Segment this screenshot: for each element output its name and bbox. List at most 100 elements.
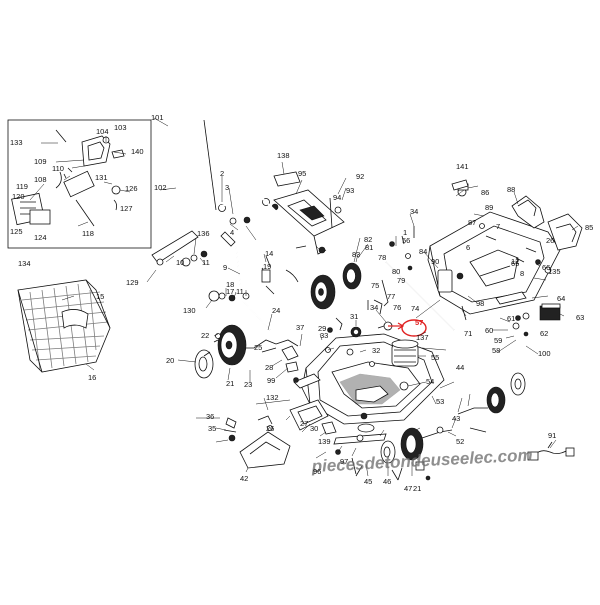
part-label-46: 46 (383, 477, 392, 486)
part-label-96: 96 (313, 467, 322, 476)
part-label-4: 4 (230, 228, 235, 237)
part-label-141: 141 (456, 162, 469, 171)
part-label-132: 132 (266, 393, 279, 402)
part-label-119: 119 (16, 182, 28, 191)
switch-rod (75, 199, 95, 227)
part-label-26: 26 (546, 236, 555, 245)
part-label-137: 137 (416, 333, 429, 342)
part-label-2: 2 (220, 169, 225, 178)
part-label-25: 25 (254, 343, 263, 352)
part-label-31: 31 (350, 312, 359, 321)
cable-connector (63, 170, 95, 198)
part-label-78: 78 (378, 253, 387, 262)
part-label-131: 131 (95, 173, 108, 182)
cord-guide (273, 171, 301, 187)
part-label-24: 24 (272, 306, 281, 315)
part-label-59: 59 (494, 336, 503, 345)
part-label-130: 130 (183, 306, 196, 315)
front-wheel-cap-right (510, 372, 526, 396)
part-label-12: 12 (511, 257, 520, 266)
part-label-83: 83 (352, 250, 361, 259)
part-label-84: 84 (419, 247, 428, 256)
front-wheel-right (486, 386, 506, 414)
highlighted-part-57 (377, 319, 427, 337)
part-label-133: 133 (10, 138, 23, 147)
part-label-77: 77 (387, 292, 396, 301)
part-label-80: 80 (392, 267, 401, 276)
part-label-120: 120 (12, 192, 25, 201)
part-label-23: 23 (244, 380, 253, 389)
part-label-61: 61 (507, 314, 516, 323)
part-label-138: 138 (277, 151, 290, 160)
leader-lines (29, 117, 579, 477)
part-label-15: 15 (96, 292, 105, 301)
part-label-110: 110 (52, 164, 64, 173)
part-label-9: 9 (223, 263, 228, 272)
part-label-86: 86 (481, 188, 490, 197)
part-label-1: 1 (403, 228, 408, 237)
part-label-30: 30 (310, 424, 319, 433)
part-label-11: 11 (202, 258, 210, 267)
part-label-118: 118 (82, 229, 94, 238)
part-label-10: 10 (176, 258, 185, 267)
part-label-27: 27 (300, 419, 309, 428)
part-label-102: 102 (154, 183, 167, 192)
part-label-45: 45 (364, 477, 373, 486)
part-label-88: 88 (507, 185, 516, 194)
part-label-135: 135 (548, 267, 561, 276)
part-label-18: 18 (226, 280, 235, 289)
rear-wheel-cap (194, 349, 214, 379)
blade (333, 412, 387, 445)
handle-bracket (151, 230, 199, 264)
part-label-14: 14 (265, 249, 274, 258)
part-label-92: 92 (356, 172, 365, 181)
upper-handle (159, 116, 227, 272)
wiring-harness (527, 441, 575, 461)
inset-frame (7, 119, 152, 249)
grass-box-lid (273, 189, 345, 255)
wheel-hub-82 (342, 262, 362, 290)
part-label-57: 57 (415, 318, 424, 327)
part-label-98: 98 (476, 299, 485, 308)
part-label-37: 37 (296, 323, 305, 332)
part-label-85: 85 (585, 223, 594, 232)
part-label-103: 103 (114, 123, 127, 132)
part-label-8: 8 (520, 269, 525, 278)
lever-90 (437, 269, 453, 293)
part-label-47: 47 (404, 484, 413, 493)
part-label-109: 109 (34, 157, 47, 166)
part-label-43: 43 (452, 414, 461, 423)
part-label-35: 35 (208, 424, 217, 433)
part-label-71: 71 (464, 329, 473, 338)
height-adjuster-parts (208, 255, 299, 302)
part-label-20: 20 (166, 356, 175, 365)
part-label-129: 129 (126, 278, 139, 287)
part-label-19: 19 (263, 262, 272, 271)
part-label-94: 94 (333, 193, 342, 202)
part-label-87: 87 (468, 218, 477, 227)
part-label-28: 28 (265, 363, 274, 372)
part-label-21: 21 (413, 484, 422, 493)
lever-pin (55, 129, 67, 143)
front-wheel-lower (400, 427, 424, 461)
part-label-101: 101 (151, 113, 164, 122)
part-label-65: 65 (511, 259, 520, 268)
part-label-44: 44 (456, 363, 465, 372)
rear-wheel-left (217, 324, 247, 366)
part-label-36: 36 (206, 412, 215, 421)
motor-cover (427, 211, 561, 315)
part-label-89: 89 (485, 203, 494, 212)
part-label-62: 62 (540, 329, 549, 338)
part-label-34: 34 (370, 303, 379, 312)
part-label-7: 7 (496, 222, 501, 231)
part-label-52: 52 (456, 437, 465, 446)
part-label-66: 66 (542, 263, 551, 272)
part-label-91: 91 (548, 431, 557, 440)
part-label-16: 16 (88, 373, 97, 382)
part-label-29: 29 (318, 324, 327, 333)
part-label-124: 124 (34, 233, 47, 242)
part-label-11: 11 (236, 287, 244, 296)
highlight-ring (401, 319, 427, 337)
part-label-53: 53 (436, 397, 445, 406)
